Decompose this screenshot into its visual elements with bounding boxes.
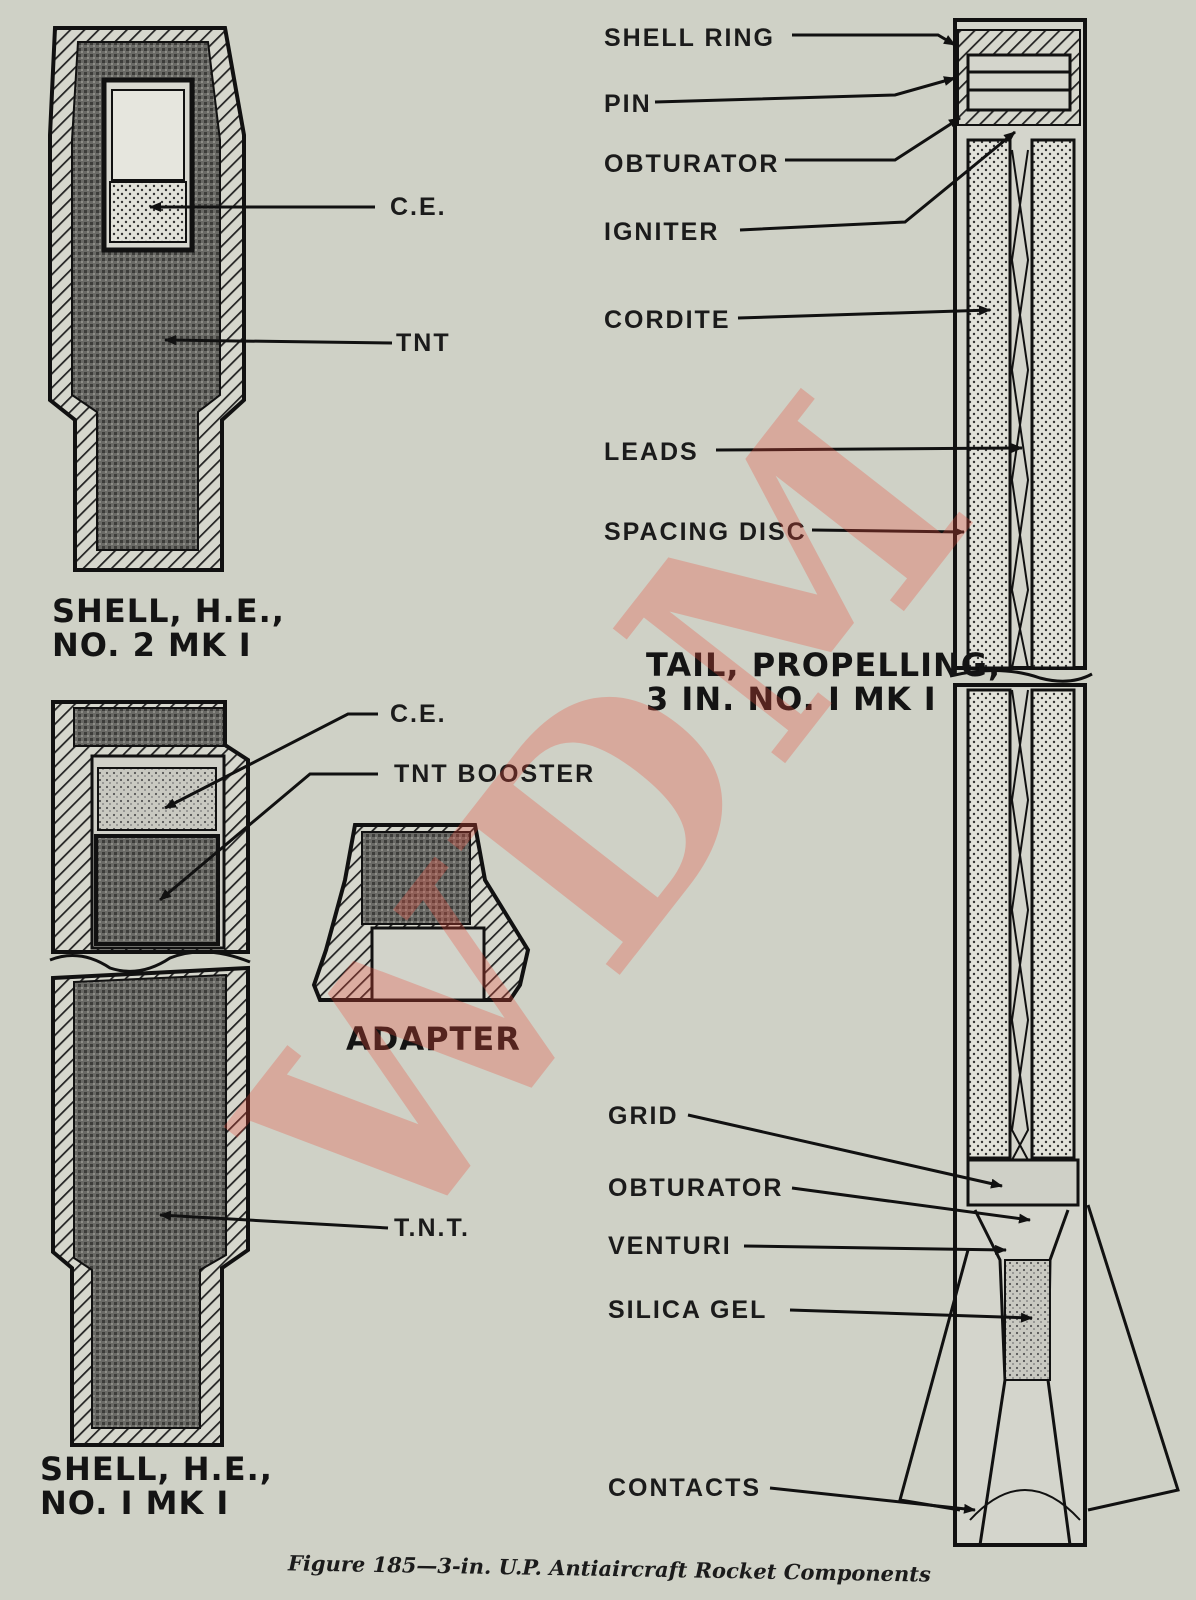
tail-propelling-drawing xyxy=(898,18,1180,1547)
title-adapter: ADAPTER xyxy=(346,1020,521,1058)
title-shell-no1-line2: NO. I MK I xyxy=(40,1484,230,1522)
title-shell-no1-line1: SHELL, H.E., xyxy=(40,1450,273,1488)
label-pin: PIN xyxy=(604,90,652,118)
title-tail-line1: TAIL, PROPELLING, xyxy=(646,646,1002,684)
shell-no1-drawing xyxy=(49,700,251,1447)
label-ce-top: C.E. xyxy=(390,193,447,221)
label-tnt-bottom: T.N.T. xyxy=(394,1214,470,1242)
label-venturi: VENTURI xyxy=(608,1232,732,1260)
label-leads: LEADS xyxy=(604,438,699,466)
title-shell-no2: SHELL, H.E., NO. 2 MK I xyxy=(52,594,285,662)
title-shell-no1: SHELL, H.E., NO. I MK I xyxy=(40,1452,273,1520)
label-grid: GRID xyxy=(608,1102,679,1130)
label-obturator-top: OBTURATOR xyxy=(604,150,780,178)
label-tnt-top: TNT xyxy=(396,329,451,357)
label-shell-ring: SHELL RING xyxy=(604,24,775,52)
title-tail-line2: 3 IN. NO. I MK I xyxy=(646,680,937,718)
title-shell-no2-line1: SHELL, H.E., xyxy=(52,592,285,630)
label-contacts: CONTACTS xyxy=(608,1474,762,1502)
label-tnt-booster: TNT BOOSTER xyxy=(394,760,596,788)
title-shell-no2-line2: NO. 2 MK I xyxy=(52,626,252,664)
label-igniter: IGNITER xyxy=(604,218,720,246)
label-silica-gel: SILICA GEL xyxy=(608,1296,768,1324)
adapter-drawing xyxy=(311,823,531,1002)
shell-no2-drawing xyxy=(48,26,246,572)
leader-lines xyxy=(149,33,1033,1514)
label-ce-bottom: C.E. xyxy=(390,700,447,728)
title-tail-propelling: TAIL, PROPELLING, 3 IN. NO. I MK I xyxy=(646,648,1001,716)
label-cordite: CORDITE xyxy=(604,306,731,334)
label-obturator-bottom: OBTURATOR xyxy=(608,1174,784,1202)
label-spacing-disc: SPACING DISC xyxy=(604,518,807,546)
